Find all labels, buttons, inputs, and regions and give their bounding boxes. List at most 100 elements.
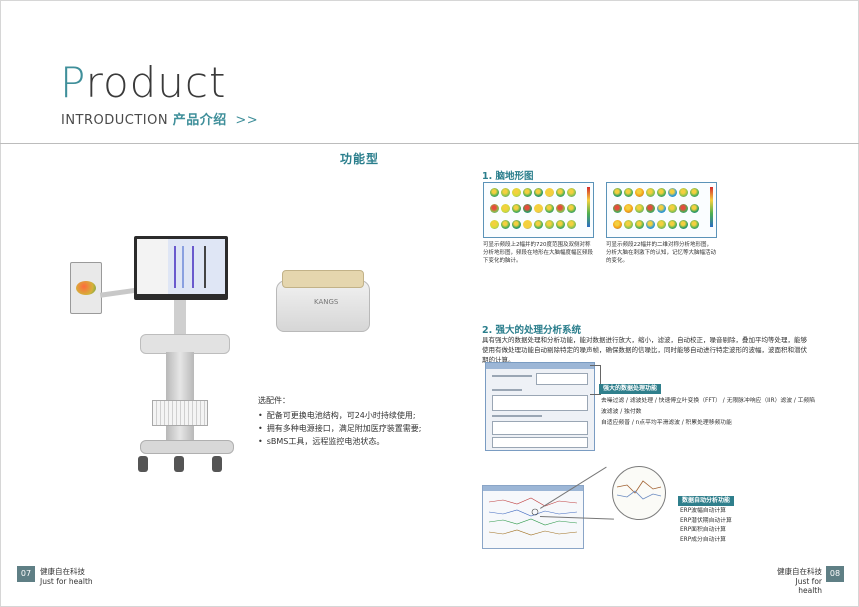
cart-column — [166, 352, 194, 440]
topo-head — [490, 188, 499, 197]
subtitle-arrows: >> — [235, 113, 259, 128]
screen-wave-strip — [182, 246, 184, 288]
header-divider — [0, 143, 859, 144]
topo-head — [690, 220, 699, 229]
options-heading: 选配件： — [258, 396, 290, 405]
topo-head — [545, 220, 554, 229]
topo-head — [679, 188, 688, 197]
amplifier-logo: KANGS — [314, 298, 339, 306]
page-title: Product — [60, 58, 226, 107]
topo-head — [534, 204, 543, 213]
amplifier-body — [276, 280, 370, 332]
topo-head — [613, 188, 622, 197]
topo-head — [545, 188, 554, 197]
brain-map-caption-right: 可显示频段22幅并的二维对称分析地形图，分析大脑在刺激下的认知，记忆等大脑幅活动… — [606, 242, 717, 264]
subtitle-cn: 产品介绍 — [172, 113, 227, 128]
topo-head — [523, 188, 532, 197]
footer-brand-en-left: Just for health — [40, 577, 93, 586]
dialog-group — [492, 395, 588, 411]
dialog-group — [492, 437, 588, 448]
topo-head — [523, 204, 532, 213]
brain-map-thumbnail — [76, 281, 96, 295]
brain-map-panel-right — [606, 182, 717, 238]
topo-head — [556, 204, 565, 213]
topo-head — [668, 188, 677, 197]
topo-head — [635, 220, 644, 229]
options-list: 选配件： •配备可更换电池结构，可24小时持续使用; •拥有多种电源接口，满足附… — [258, 394, 421, 448]
dialog-group — [492, 421, 588, 435]
topo-head — [679, 204, 688, 213]
title-rest: roduct — [85, 58, 227, 107]
topo-head — [624, 220, 633, 229]
footer-brand-cn-left: 健康自在科技 — [40, 567, 85, 576]
processing-dialog-screenshot — [485, 362, 595, 451]
topo-head — [624, 204, 633, 213]
topo-head — [567, 204, 576, 213]
tag-data-processing-text: 去噪过滤 / 滤波处理 / 快速傅立叶变换（FFT） / 无限脉冲响应（IIR）… — [601, 398, 816, 426]
waveform-analysis-screenshot — [482, 485, 584, 549]
page-subtitle: INTRODUCTION 产品介绍 >> — [61, 109, 258, 128]
topo-head — [690, 188, 699, 197]
screen-wave-strip — [204, 246, 206, 288]
cart-desk — [140, 334, 230, 354]
topo-head — [646, 204, 655, 213]
topo-head — [534, 220, 543, 229]
topo-head — [567, 220, 576, 229]
topo-head — [657, 204, 666, 213]
color-scale-bar — [587, 187, 590, 227]
zoomed-waveform — [616, 480, 662, 500]
dialog-row — [492, 375, 532, 377]
section-title-function: 功能型 — [340, 152, 380, 166]
topo-head — [646, 220, 655, 229]
brain-map-caption-left: 可显示频段上2幅并的720度范围及双侧对称分析地形图，频段在地形在大脑幅度幅区频… — [483, 242, 594, 264]
screen-wave-strip — [192, 246, 194, 288]
footer-brand-en-right: Just for health — [795, 577, 822, 595]
dialog-row — [492, 389, 522, 391]
tag-auto-analysis: 数据自动分析功能 — [678, 496, 735, 506]
topo-head — [613, 204, 622, 213]
tag-auto-analysis-text: ERP波幅自动计算 ERP潜伏期自动计算 ERP面积自动计算 ERP成分自动计算 — [680, 508, 732, 543]
waveform-zoom-circle — [612, 466, 666, 520]
topo-head — [668, 220, 677, 229]
topo-head — [613, 220, 622, 229]
options-item: •sBMS工具，远程监控电池状态。 — [258, 437, 385, 446]
cart-monitor — [134, 236, 228, 300]
topo-head — [624, 188, 633, 197]
section-1-title: 1. 脑地形图 — [482, 171, 534, 182]
cart-wheel — [174, 456, 184, 472]
topo-head — [534, 188, 543, 197]
topo-head — [567, 188, 576, 197]
topo-head — [690, 204, 699, 213]
topo-head — [512, 220, 521, 229]
dialog-field — [536, 373, 588, 385]
options-item: •配备可更换电池结构，可24小时持续使用; — [258, 411, 416, 420]
topo-head — [501, 220, 510, 229]
amplifier-image: KANGS — [276, 270, 370, 332]
topo-head — [646, 188, 655, 197]
topo-head — [545, 204, 554, 213]
topo-head — [501, 188, 510, 197]
topo-head — [556, 220, 565, 229]
subtitle-en: INTRODUCTION — [61, 113, 169, 128]
topo-head — [556, 188, 565, 197]
tag-data-processing: 强大的数据处理功能 — [599, 384, 662, 394]
monitor-screen — [137, 239, 225, 294]
cart-wheel — [138, 456, 148, 472]
topo-head — [668, 204, 677, 213]
cart-mast — [174, 300, 186, 340]
cart-base — [140, 440, 234, 454]
topo-head — [657, 188, 666, 197]
waveform-traces — [483, 486, 583, 536]
topo-head — [490, 220, 499, 229]
color-scale-bar — [710, 187, 713, 227]
dialog-callout-bracket — [590, 365, 601, 395]
cart-basket — [152, 400, 208, 426]
topo-head — [657, 220, 666, 229]
section-2-title: 2. 强大的处理分析系统 — [482, 325, 582, 336]
topo-head — [635, 204, 644, 213]
screen-wave-strip — [174, 246, 176, 288]
dialog-row — [492, 415, 542, 417]
eeg-cart-image — [66, 234, 246, 484]
topo-head — [512, 204, 521, 213]
amplifier-top-panel — [282, 270, 364, 288]
